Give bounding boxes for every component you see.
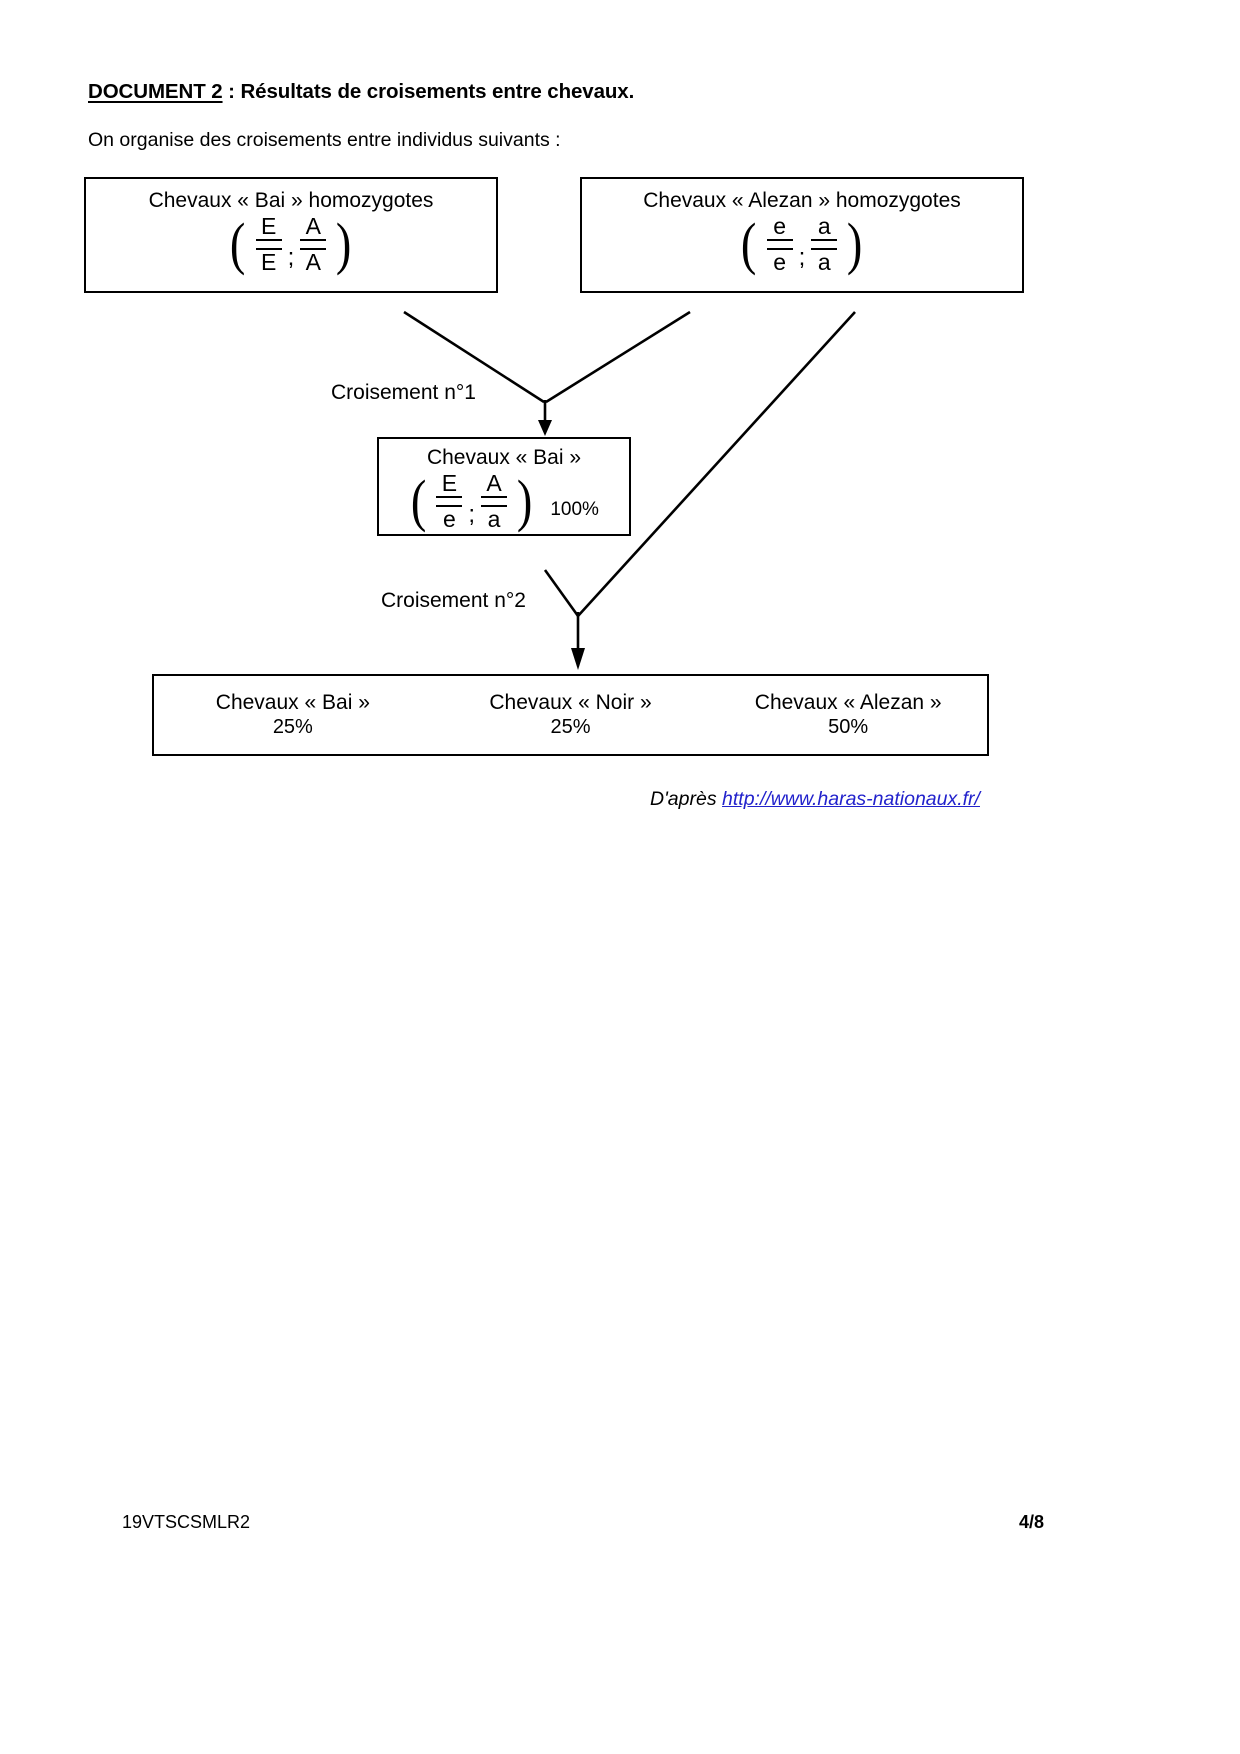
parent-alezan-genotype: ( e e ; a a )	[582, 210, 1022, 276]
locus-separator: ;	[798, 244, 806, 272]
parent-box-bai-title: Chevaux « Bai » homozygotes	[148, 189, 434, 212]
allele-group: E e ; A a	[434, 472, 509, 531]
footer-page-number: 4/8	[1018, 1512, 1044, 1532]
f1-box: Chevaux « Bai » ( E e ; A a ) 100%	[377, 437, 631, 536]
fraction-bar	[811, 239, 838, 251]
results-box: Chevaux « Bai » 25% Chevaux « Noir » 25%…	[152, 674, 989, 756]
paren-open: (	[741, 210, 757, 276]
locus2-numerator: A	[305, 213, 321, 240]
result-percentage: 25%	[550, 716, 591, 739]
fraction-bar	[255, 239, 282, 251]
paren-close: )	[336, 210, 352, 276]
fraction-bar	[481, 496, 508, 508]
result-name: Chevaux « Noir »	[489, 690, 652, 714]
locus1-numerator: E	[441, 470, 458, 497]
fraction-bar	[766, 239, 793, 251]
source-link[interactable]: http://www.haras-nationaux.fr/	[722, 788, 980, 810]
locus2-fraction: a a	[809, 215, 839, 274]
locus1-fraction: E e	[434, 472, 464, 531]
title-separator: :	[222, 80, 241, 103]
paren-close: )	[516, 467, 533, 533]
locus2-fraction: A A	[298, 215, 328, 274]
parent-bai-genotype: ( E E ; A A )	[86, 210, 496, 276]
f1-percentage: 100%	[550, 498, 599, 520]
source-prefix: D'après	[650, 788, 723, 810]
result-name: Chevaux « Alezan »	[754, 690, 942, 714]
connector-f1-to-cross2	[543, 569, 580, 617]
locus2-denominator: a	[487, 506, 501, 533]
fraction-bar	[300, 239, 327, 251]
intro-text: On organise des croisements entre indivi…	[88, 129, 561, 151]
document-title-text: Résultats de croisements entre chevaux.	[240, 80, 635, 103]
arrow-head-cross2	[571, 648, 585, 670]
paren-open: (	[410, 467, 427, 533]
locus2-denominator: A	[305, 249, 321, 276]
parent-box-alezan-title: Chevaux « Alezan » homozygotes	[643, 189, 961, 212]
paren-open: (	[230, 210, 246, 276]
fraction-bar	[436, 496, 463, 508]
results-row: Chevaux « Bai » 25% Chevaux « Noir » 25%…	[154, 676, 987, 754]
result-percentage: 50%	[828, 716, 869, 739]
connector-parent-alezan-to-cross1	[545, 310, 691, 404]
result-name: Chevaux « Bai »	[215, 690, 370, 714]
source-attribution: D'après http://www.haras-nationaux.fr/	[650, 788, 980, 811]
locus1-denominator: e	[442, 506, 456, 533]
allele-group: E E ; A A	[254, 215, 329, 274]
cross-label-2: Croisement n°2	[381, 589, 526, 612]
document-label: DOCUMENT 2	[88, 80, 223, 103]
parent-box-alezan: Chevaux « Alezan » homozygotes ( e e ; a…	[580, 177, 1024, 293]
result-cell-alezan: Chevaux « Alezan » 50%	[709, 690, 987, 740]
locus-separator: ;	[287, 244, 295, 272]
result-cell-noir: Chevaux « Noir » 25%	[432, 690, 710, 740]
locus2-numerator: a	[817, 213, 831, 240]
locus2-fraction: A a	[479, 472, 509, 531]
arrow-head-cross1	[538, 420, 552, 436]
paren-close: )	[847, 210, 863, 276]
locus1-denominator: e	[773, 249, 787, 276]
footer-exam-code: 19VTSCSMLR2	[122, 1512, 251, 1532]
locus1-numerator: E	[260, 213, 277, 240]
result-percentage: 25%	[272, 716, 313, 739]
locus1-denominator: E	[260, 249, 277, 276]
parent-box-bai: Chevaux « Bai » homozygotes ( E E ; A A …	[84, 177, 498, 293]
locus1-fraction: E E	[254, 215, 284, 274]
locus1-fraction: e e	[765, 215, 795, 274]
cross-label-1: Croisement n°1	[331, 381, 476, 404]
allele-group: e e ; a a	[765, 215, 840, 274]
locus2-numerator: A	[486, 470, 502, 497]
f1-genotype: ( E e ; A a ) 100%	[379, 467, 629, 533]
locus1-numerator: e	[773, 213, 787, 240]
locus2-denominator: a	[817, 249, 831, 276]
f1-box-title: Chevaux « Bai »	[426, 446, 582, 469]
locus-separator: ;	[468, 501, 476, 529]
page-title: DOCUMENT 2 : Résultats de croisements en…	[88, 80, 634, 104]
result-cell-bai: Chevaux « Bai » 25%	[154, 690, 432, 740]
